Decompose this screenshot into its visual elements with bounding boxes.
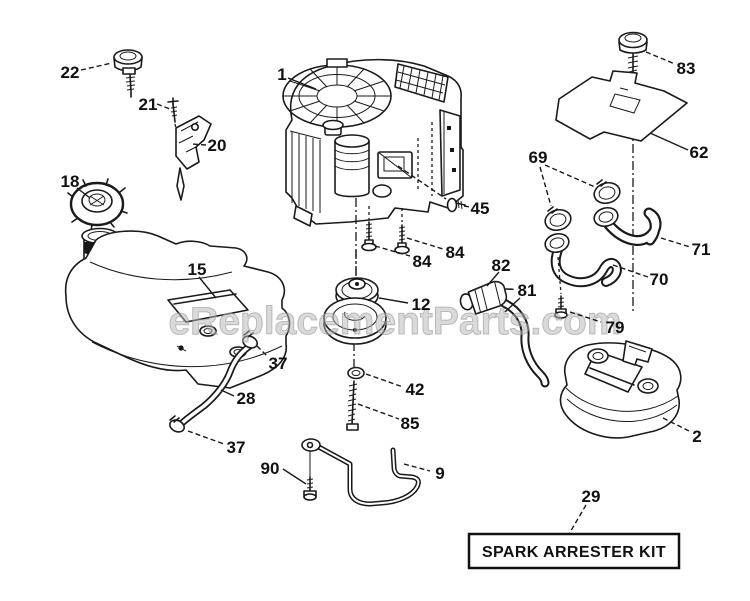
screw-85 xyxy=(346,380,359,431)
callout-label: 79 xyxy=(606,318,625,337)
pipe-71 xyxy=(600,207,662,246)
callout-82: 82 xyxy=(486,256,511,287)
fuel-line-28 xyxy=(177,342,254,428)
callout-21: 21 xyxy=(139,95,171,114)
callout-83: 83 xyxy=(645,51,696,78)
callout-37-upper: 37 xyxy=(256,345,288,373)
callout-69: 69 xyxy=(529,148,596,207)
callout-29: 29 xyxy=(568,487,601,535)
screw-21 xyxy=(167,97,179,133)
ignition-module-20 xyxy=(175,115,212,201)
callout-71: 71 xyxy=(660,237,711,259)
callout-70: 70 xyxy=(612,264,669,289)
bolt-90 xyxy=(303,476,317,501)
callout-label: 84 xyxy=(446,243,465,262)
callout-2: 2 xyxy=(662,417,702,446)
heat-shield-62 xyxy=(555,70,688,142)
clamp-69-a xyxy=(593,179,621,205)
fuel-tank-15 xyxy=(64,227,291,389)
clamp-69-b xyxy=(544,206,572,232)
callout-label: 69 xyxy=(529,148,548,167)
bolt-84-right xyxy=(394,224,410,255)
callout-label: 70 xyxy=(650,270,669,289)
callout-42: 42 xyxy=(365,373,425,399)
callout-label: 1 xyxy=(277,65,286,84)
callout-9: 9 xyxy=(403,463,445,483)
hose-81 xyxy=(499,298,550,388)
callout-45: 45 xyxy=(397,165,490,218)
callout-15: 15 xyxy=(188,260,217,299)
callout-84-left: 84 xyxy=(374,245,432,271)
callout-label: 28 xyxy=(237,389,256,408)
callout-18: 18 xyxy=(61,172,91,199)
callout-81: 81 xyxy=(504,281,537,313)
callout-label: 15 xyxy=(188,260,207,279)
callout-label: 82 xyxy=(492,256,511,275)
pipe-flange-upper xyxy=(593,206,619,228)
callout-label: 62 xyxy=(690,143,709,162)
callout-label: 81 xyxy=(518,281,537,300)
callout-label: 22 xyxy=(61,63,80,82)
callout-79: 79 xyxy=(569,311,625,337)
side-grille-icon xyxy=(394,63,449,103)
callout-label: 29 xyxy=(582,487,601,506)
callout-label: 90 xyxy=(261,459,280,478)
callout-28: 28 xyxy=(220,389,256,408)
spark-arrester-kit-box: SPARK ARRESTER KIT xyxy=(467,532,681,570)
callout-84-right: 84 xyxy=(406,237,465,262)
callout-20: 20 xyxy=(191,136,227,155)
callout-label: 84 xyxy=(413,252,432,271)
callout-62: 62 xyxy=(649,132,709,162)
callout-label: 20 xyxy=(208,136,227,155)
clamp-37-lower xyxy=(169,415,185,433)
callout-label: 37 xyxy=(227,438,246,457)
engine-assembly xyxy=(282,58,464,276)
callout-label: 9 xyxy=(435,464,444,483)
callout-22: 22 xyxy=(61,62,113,82)
callout-1: 1 xyxy=(277,65,317,90)
callout-label: 42 xyxy=(406,380,425,399)
callout-12: 12 xyxy=(378,295,431,314)
bolt-79 xyxy=(554,256,568,319)
callout-90: 90 xyxy=(261,459,307,485)
fuel-filter-82 xyxy=(459,280,514,315)
screw-22 xyxy=(113,49,143,98)
pulley-12 xyxy=(323,250,387,368)
clamp-37-upper xyxy=(242,330,258,349)
callout-37-lower: 37 xyxy=(187,430,246,457)
wire-bracket-9 xyxy=(301,438,421,507)
callout-label: 2 xyxy=(692,427,701,446)
bolt-45 xyxy=(446,197,466,213)
washer-42 xyxy=(347,366,365,380)
callout-label: 83 xyxy=(677,59,696,78)
callout-label: 71 xyxy=(692,240,711,259)
pipe-70 xyxy=(550,245,622,288)
kit-box-label: SPARK ARRESTER KIT xyxy=(482,544,666,561)
watermark: eReplacementParts.com xyxy=(168,300,621,343)
callout-label: 21 xyxy=(139,95,158,114)
callout-label: 45 xyxy=(471,199,490,218)
pipe-flange-lower xyxy=(544,232,570,254)
bolt-84-left xyxy=(361,221,377,252)
callout-85: 85 xyxy=(357,403,420,433)
callout-label: 12 xyxy=(412,295,431,314)
muffler-2 xyxy=(559,340,682,439)
callout-label: 18 xyxy=(61,172,80,191)
callout-label: 85 xyxy=(401,414,420,433)
callout-label: 37 xyxy=(269,354,288,373)
